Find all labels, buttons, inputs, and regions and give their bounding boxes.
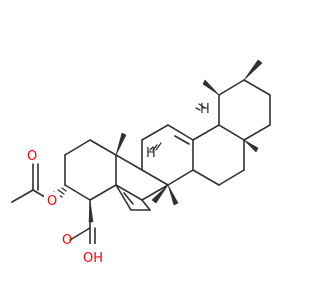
methyl-wedge xyxy=(167,184,179,206)
atom-labels: O O O OH H H xyxy=(23,102,210,272)
methyl-wedge xyxy=(243,59,263,81)
ring-c xyxy=(141,124,194,186)
stereo-hydrogen-label: H xyxy=(146,146,156,161)
carboxyl-oxygen-label: O xyxy=(62,233,72,248)
ring-d xyxy=(192,124,245,186)
methyl-wedge xyxy=(243,139,259,153)
stereo-hydrogen-label: H xyxy=(200,102,210,117)
hydroxyl-label: OH xyxy=(83,251,103,266)
methyl-wedge xyxy=(202,79,220,96)
molecule-structure: O O O OH H H xyxy=(11,59,271,272)
carbonyl-oxygen-label: O xyxy=(27,149,37,164)
ring-a xyxy=(64,139,151,211)
ester-oxygen-label: O xyxy=(47,194,57,209)
structure-canvas: O O O OH H H xyxy=(11,59,271,272)
methyl-wedge xyxy=(151,184,169,204)
ring-b xyxy=(115,154,169,201)
hashed-bonds xyxy=(53,103,206,198)
methyl-wedge xyxy=(115,132,127,156)
ring-e xyxy=(218,79,271,141)
